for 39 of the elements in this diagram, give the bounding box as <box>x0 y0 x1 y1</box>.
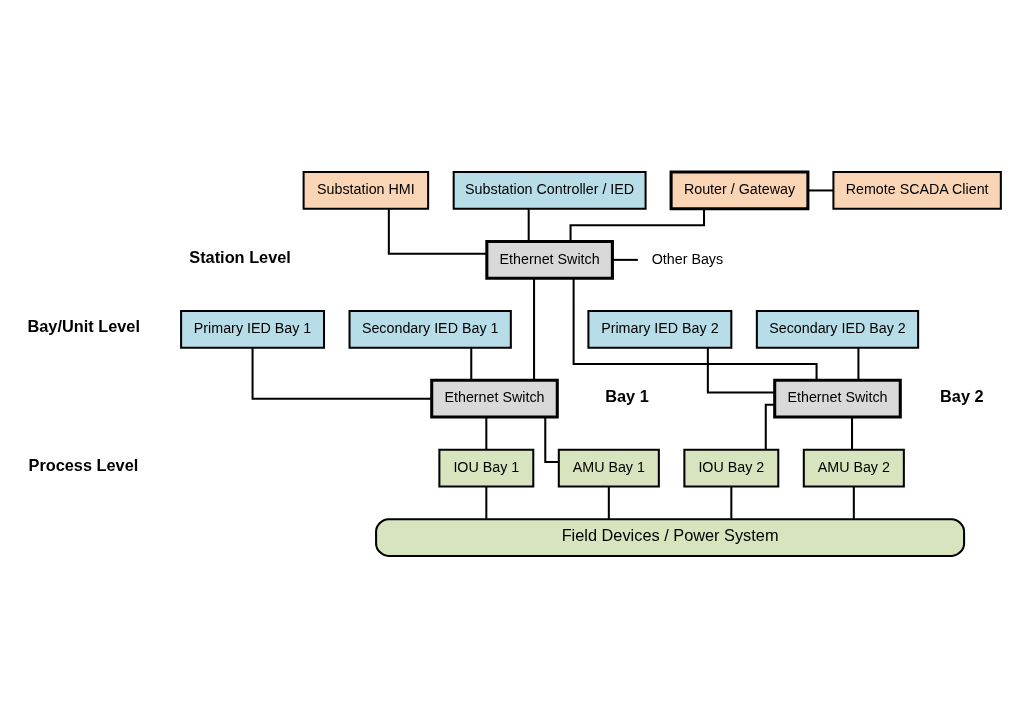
node-box: IOU Bay 1 <box>438 448 535 488</box>
connector <box>764 403 775 450</box>
node-box: Ethernet Switch <box>430 378 559 419</box>
connector <box>612 258 638 261</box>
connector <box>533 278 536 381</box>
node-box: Substation Controller / IED <box>452 171 647 210</box>
connector <box>251 347 432 400</box>
label: Process Level <box>28 455 139 474</box>
connector <box>387 209 487 255</box>
connector <box>470 347 473 381</box>
node-box: AMU Bay 1 <box>557 448 660 488</box>
node-box: Primary IED Bay 2 <box>587 309 733 349</box>
connector <box>730 486 733 519</box>
label: Station Level <box>189 247 291 266</box>
node-box: Field Devices / Power System <box>375 518 966 557</box>
connector <box>485 417 488 450</box>
node-box: Remote SCADA Client <box>832 171 1002 210</box>
node-box: IOU Bay 2 <box>683 448 780 488</box>
connector <box>527 209 530 242</box>
connector <box>607 486 610 519</box>
node-box: Primary IED Bay 1 <box>180 309 326 349</box>
node-box: AMU Bay 2 <box>802 448 905 488</box>
connector <box>544 417 559 463</box>
node-box: Ethernet Switch <box>773 378 902 419</box>
connector <box>852 486 855 519</box>
node-box: Ethernet Switch <box>485 239 614 280</box>
label: Bay 2 <box>940 386 984 405</box>
node-box: Substation HMI <box>302 171 430 210</box>
label: Bay 1 <box>605 386 649 405</box>
node-text: Other Bays <box>651 250 724 267</box>
connector <box>485 486 488 519</box>
connector <box>808 189 834 192</box>
node-box: Secondary IED Bay 2 <box>755 309 920 349</box>
connector <box>857 347 860 381</box>
connector <box>706 347 775 394</box>
label: Bay/Unit Level <box>27 317 140 336</box>
node-box: Router / Gateway <box>669 170 810 211</box>
node-box: Secondary IED Bay 1 <box>348 309 512 349</box>
connector <box>851 417 854 450</box>
